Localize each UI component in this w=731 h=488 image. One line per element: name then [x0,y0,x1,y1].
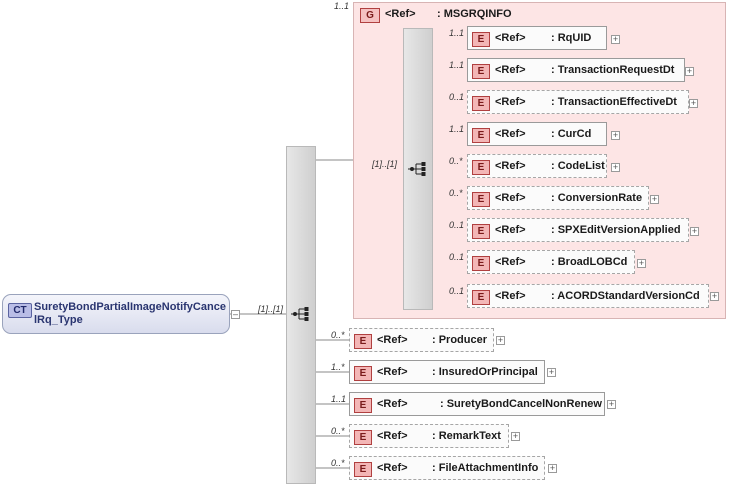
complex-type-badge: CT [8,303,32,318]
element-name: : RqUID [551,32,592,44]
element-badge: E [354,334,372,349]
expand-icon[interactable]: + [710,291,719,301]
expand-icon[interactable]: + [637,258,646,268]
expand-icon[interactable]: + [690,226,699,236]
element-cardinality: 0..* [331,426,345,436]
expand-icon[interactable]: + [496,335,505,345]
child-cardinality: 0..1 [449,220,465,230]
element-ref: <Ref> [377,334,408,346]
element-name: : TransactionRequestDt [551,64,675,76]
element-broadlobcd[interactable]: E <Ref> : BroadLOBCd [467,250,635,274]
element-ref: <Ref> [377,366,408,378]
element-ref: <Ref> [495,96,526,108]
complex-type-box[interactable]: CT SuretyBondPartialImageNotifyCancelRq_… [2,294,230,334]
element-name: : SPXEditVersionApplied [551,224,681,236]
expand-icon[interactable]: + [607,399,616,409]
element-badge: E [472,128,490,143]
expand-icon[interactable]: + [611,34,620,44]
group-ref-label: <Ref> [385,8,416,20]
element-name: : RemarkText [432,430,501,442]
element-ref: <Ref> [495,128,526,140]
element-name: : CurCd [551,128,592,140]
element-cardinality: 0..* [331,330,345,340]
element-badge: E [472,256,490,271]
element-badge: E [354,398,372,413]
element-name: : InsuredOrPrincipal [432,366,538,378]
child-cardinality: 0..1 [449,252,465,262]
group-sequence-icon [408,162,426,176]
element-insuredorprincipal[interactable]: E <Ref> : InsuredOrPrincipal [349,360,545,384]
element-ref: <Ref> [495,256,526,268]
element-badge: E [354,366,372,381]
child-cardinality: 1..1 [449,124,465,134]
element-codelist[interactable]: E <Ref> : CodeList [467,154,607,178]
element-badge: E [354,462,372,477]
element-ref: <Ref> [495,160,526,172]
element-name: : Producer [432,334,488,346]
ct-sequence-cardinality: [1]..[1] [258,304,284,314]
group-name: : MSGRQINFO [437,8,512,20]
element-conversionrate[interactable]: E <Ref> : ConversionRate [467,186,649,210]
expand-icon[interactable]: + [547,367,556,377]
child-cardinality: 1..1 [449,60,465,70]
element-name: : SuretyBondCancelNonRenew [440,398,602,410]
element-badge: E [472,192,490,207]
group-cardinality: 1..1 [334,1,350,11]
element-ref: <Ref> [377,462,408,474]
element-ref: <Ref> [495,192,526,204]
child-cardinality: 1..1 [449,28,465,38]
expand-icon[interactable]: + [511,431,520,441]
element-curcd[interactable]: E <Ref> : CurCd [467,122,607,146]
element-cardinality: 0..* [331,458,345,468]
element-fileattachmentinfo[interactable]: E <Ref> : FileAttachmentInfo [349,456,545,480]
element-spxeditversionapplied[interactable]: E <Ref> : SPXEditVersionApplied [467,218,689,242]
group-sequence-cardinality: [1]..[1] [372,159,398,169]
element-ref: <Ref> [495,32,526,44]
expand-icon[interactable]: + [611,130,620,140]
element-ref: <Ref> [495,224,526,236]
element-ref: <Ref> [377,430,408,442]
element-name: : FileAttachmentInfo [432,462,539,474]
element-badge: E [472,290,490,305]
element-name: : ACORDStandardVersionCd [551,290,700,302]
expand-icon[interactable]: + [548,463,557,473]
expand-icon[interactable]: + [689,98,698,108]
element-transactioneffectivedt[interactable]: E <Ref> : TransactionEffectiveDt [467,90,689,114]
element-name: : TransactionEffectiveDt [551,96,677,108]
element-name: : CodeList [551,160,605,172]
element-badge: E [354,430,372,445]
element-name: : ConversionRate [551,192,643,204]
element-badge: E [472,96,490,111]
element-remarktext[interactable]: E <Ref> : RemarkText [349,424,509,448]
element-badge: E [472,64,490,79]
expand-icon[interactable]: + [611,162,620,172]
element-badge: E [472,160,490,175]
child-cardinality: 0..1 [449,92,465,102]
element-producer[interactable]: E <Ref> : Producer [349,328,494,352]
expand-icon[interactable]: + [650,194,659,204]
complex-type-name: SuretyBondPartialImageNotifyCancelRq_Typ… [34,301,226,326]
element-name: : BroadLOBCd [551,256,628,268]
element-badge: E [472,224,490,239]
element-ref: <Ref> [495,290,526,302]
element-ref: <Ref> [495,64,526,76]
main-sequence-compositor[interactable] [286,146,316,484]
child-cardinality: 0..* [449,156,463,166]
ct-collapse-icon[interactable]: – [231,309,240,319]
element-transactionrequestdt[interactable]: E <Ref> : TransactionRequestDt [467,58,685,82]
sequence-icon [291,307,309,321]
element-ref: <Ref> [377,398,408,410]
element-cardinality: 1..1 [331,394,347,404]
group-badge: G [360,8,380,23]
element-rquid[interactable]: E <Ref> : RqUID [467,26,607,50]
child-cardinality: 0..1 [449,286,465,296]
element-badge: E [472,32,490,47]
child-cardinality: 0..* [449,188,463,198]
expand-icon[interactable]: + [685,66,694,76]
element-suretybondcancelnonrenew[interactable]: E <Ref> : SuretyBondCancelNonRenew [349,392,605,416]
element-cardinality: 1..* [331,362,345,372]
element-acordstandardversioncd[interactable]: E <Ref> : ACORDStandardVersionCd [467,284,709,308]
